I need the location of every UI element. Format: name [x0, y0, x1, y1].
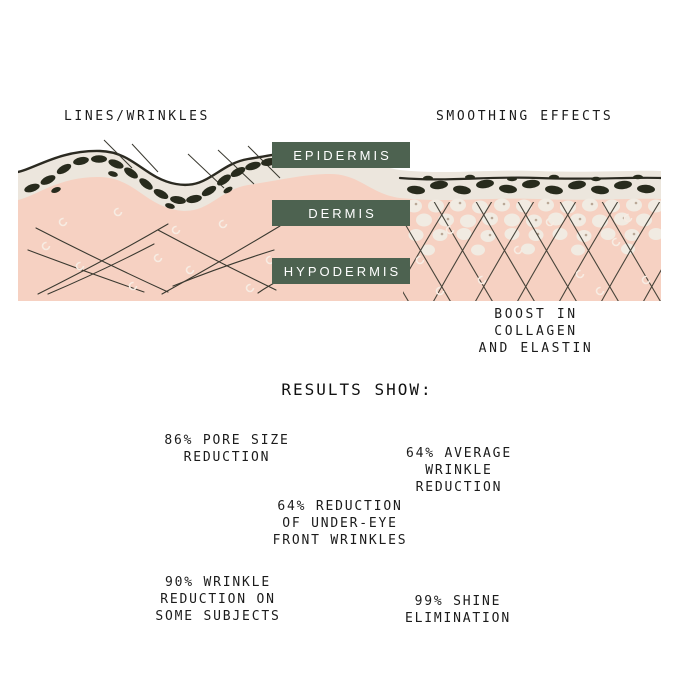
layer-banner-dermis: DERMIS — [272, 200, 410, 226]
layer-banner-epidermis: EPIDERMIS — [272, 142, 410, 168]
layer-label-epidermis: EPIDERMIS — [293, 147, 392, 163]
label-smoothing-effects: SMOOTHING EFFECTS — [436, 109, 614, 124]
epidermis-cells-right — [407, 174, 655, 195]
collagen-crosshatch — [403, 202, 661, 301]
layer-label-hypodermis: HYPODERMIS — [283, 263, 402, 279]
wrinkle-lines — [27, 223, 281, 295]
stat-shine-elimination: 99% SHINE ELIMINATION — [405, 594, 511, 626]
results-heading: RESULTS SHOW: — [281, 380, 433, 399]
layer-banner-hypodermis: HYPODERMIS — [272, 258, 410, 284]
dermis-cell-nuclei — [414, 201, 638, 237]
stat-wrinkle-reduction-some-subjects: 90% WRINKLE REDUCTION ON SOME SUBJECTS — [155, 575, 281, 624]
stat-under-eye-wrinkle-reduction: 64% REDUCTION OF UNDER-EYE FRONT WRINKLE… — [272, 499, 408, 548]
caption-boost-collagen: BOOST IN COLLAGEN AND ELASTIN — [478, 307, 594, 356]
stat-pore-size-reduction: 86% PORE SIZE REDUCTION — [164, 433, 290, 465]
layer-label-dermis: DERMIS — [308, 205, 377, 221]
dermis-cells-right — [406, 198, 661, 256]
stat-average-wrinkle-reduction: 64% AVERAGE WRINKLE REDUCTION — [406, 446, 512, 495]
label-lines-wrinkles: LINES/WRINKLES — [64, 109, 210, 124]
crescent-cell-marks — [41, 207, 651, 296]
